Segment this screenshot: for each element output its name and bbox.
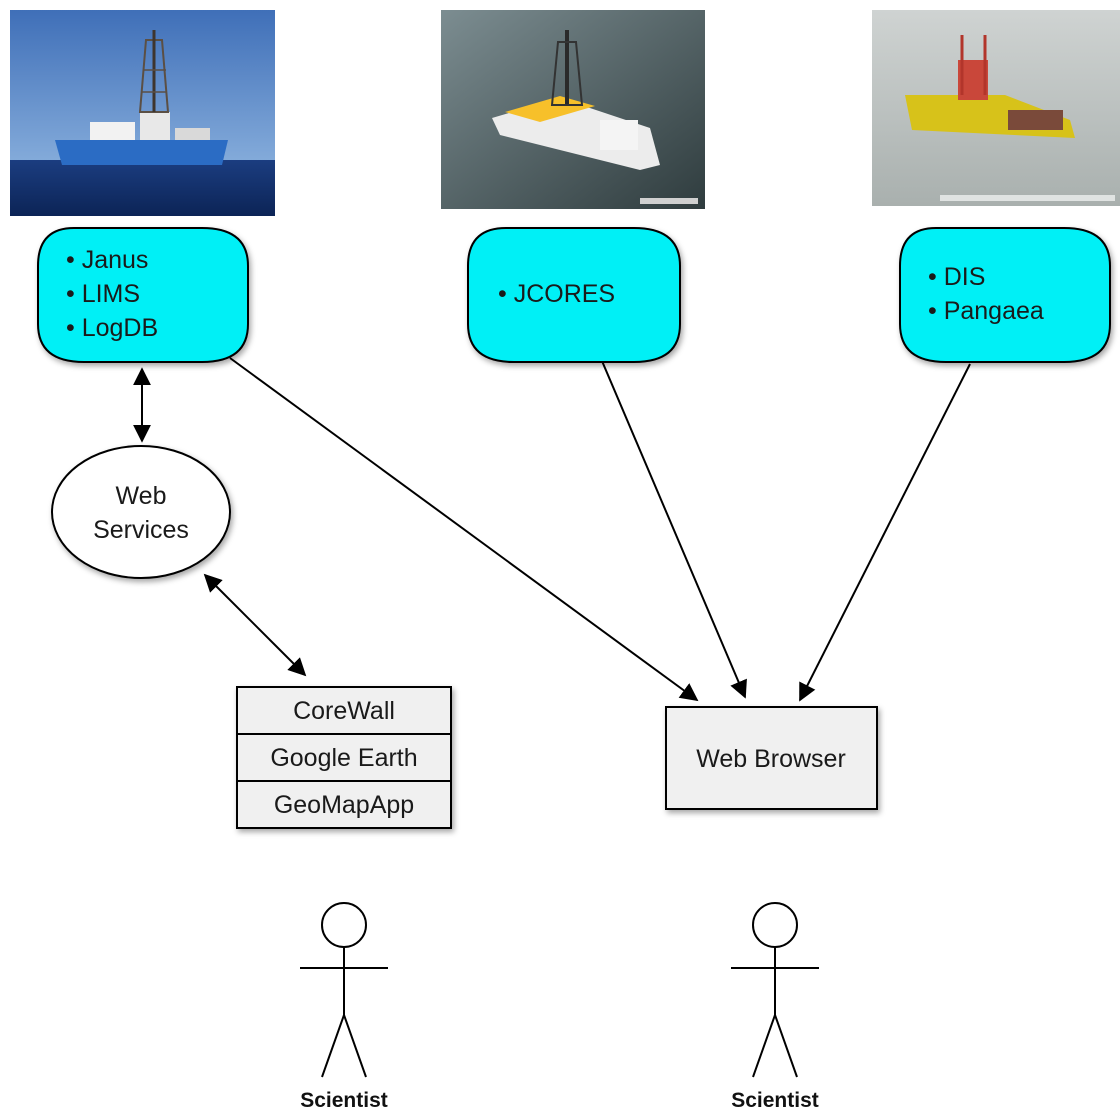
ship-photo-2 (441, 10, 705, 209)
actor-scientist-right (731, 902, 819, 1078)
web-services-label: Services (93, 516, 189, 544)
tool-google-earth: Google Earth (270, 744, 417, 772)
tool-corewall: CoreWall (293, 697, 395, 725)
web-services-node: Web Services (51, 445, 231, 579)
ship-photo-1 (10, 10, 275, 216)
db-item: • Pangaea (928, 297, 1044, 325)
webservices-tools-link (203, 573, 307, 677)
database-janus: • Janus • LIMS • LogDB (37, 227, 249, 363)
actor-label: Scientist (300, 1089, 388, 1111)
db-item: • Janus (66, 246, 148, 274)
database-dis: • DIS • Pangaea (899, 227, 1111, 363)
db-item: • JCORES (498, 280, 615, 308)
actor-scientist-left (300, 902, 388, 1078)
db-item: • LogDB (66, 314, 158, 342)
ship-photo-3 (872, 10, 1120, 206)
db-item: • DIS (928, 263, 985, 291)
db2-browser-link (601, 360, 747, 699)
web-browser-label: Web Browser (696, 745, 846, 773)
connectors (133, 357, 971, 702)
database-jcores: • JCORES (467, 227, 681, 363)
web-browser-node: Web Browser (665, 706, 878, 810)
tool-geomapapp: GeoMapApp (274, 791, 414, 819)
db1-browser-link (229, 357, 699, 702)
db3-browser-link (799, 363, 971, 702)
db-item: • LIMS (66, 280, 140, 308)
actor-label: Scientist (731, 1089, 819, 1111)
web-services-label: Web (116, 482, 167, 510)
client-tools-stack: CoreWall Google Earth GeoMapApp (236, 686, 452, 829)
